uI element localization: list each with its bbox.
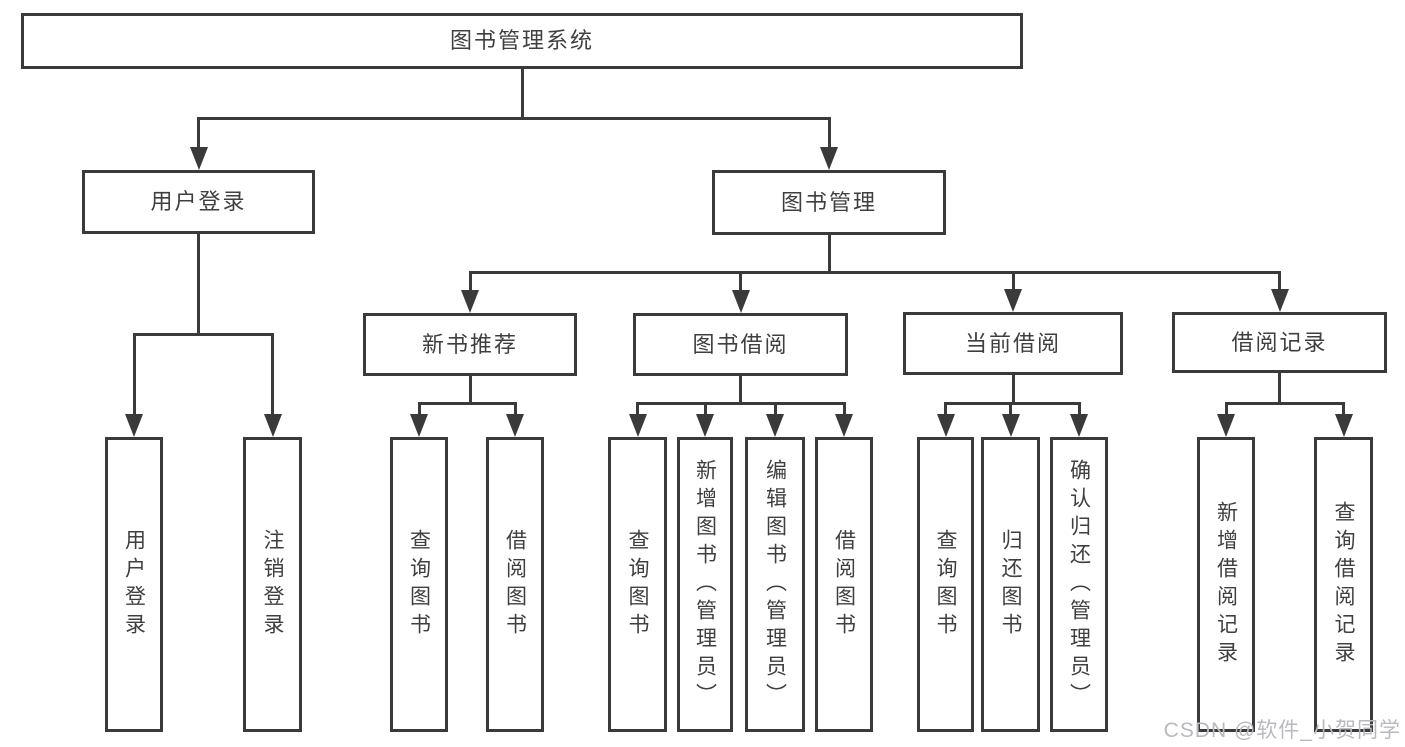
edge-shaft-leaf-query-book-2 [636, 403, 639, 421]
node-label-leaf-edit-book: 编辑图书（管理员） [763, 458, 787, 711]
node-label-leaf-borrow-book-1: 借阅图书 [503, 528, 527, 641]
node-label-new-book-rec: 新书推荐 [421, 331, 518, 357]
node-leaf-return-book: 归还图书 [981, 437, 1040, 732]
arrowhead-leaf-query-record [1334, 414, 1353, 437]
node-current-borrow: 当前借阅 [903, 312, 1123, 375]
arrowhead-book-borrow [731, 290, 750, 313]
arrowhead-leaf-query-book-1 [410, 414, 428, 437]
edge-stem-user-login [197, 234, 200, 334]
edge-stem-borrow-records [1278, 373, 1281, 403]
arrowhead-leaf-borrow-book-1 [506, 414, 524, 437]
edge-shaft-leaf-user-login [132, 334, 136, 421]
arrowhead-new-book-rec [461, 290, 479, 313]
edge-shaft-leaf-query-book-3 [944, 403, 947, 421]
node-label-leaf-borrow-book-2: 借阅图书 [832, 528, 856, 641]
edge-shaft-new-book-rec [468, 272, 472, 297]
node-label-current-borrow: 当前借阅 [964, 330, 1061, 356]
node-label-leaf-add-book: 新增图书（管理员） [693, 458, 717, 711]
node-borrow-records: 借阅记录 [1172, 312, 1387, 373]
node-label-leaf-add-record: 新增借阅记录 [1214, 500, 1238, 669]
arrowhead-leaf-add-book [696, 414, 714, 437]
edge-rail-borrow-records [1224, 401, 1345, 405]
edge-shaft-leaf-query-book-1 [417, 403, 421, 421]
arrowhead-leaf-return-book [1001, 414, 1020, 437]
node-leaf-confirm-return: 确认归还（管理员） [1050, 437, 1108, 732]
edge-shaft-leaf-confirm-return [1077, 403, 1081, 421]
edge-shaft-book-borrow [739, 272, 742, 297]
node-label-user-login: 用户登录 [150, 189, 247, 214]
edge-stem-current-borrow [1011, 375, 1015, 403]
node-leaf-borrow-book-1: 借阅图书 [486, 437, 544, 732]
edge-shaft-current-borrow [1011, 272, 1015, 296]
node-label-leaf-query-record: 查询借阅记录 [1332, 500, 1355, 669]
node-label-root: 图书管理系统 [449, 28, 594, 53]
node-label-leaf-query-book-2: 查询图书 [626, 528, 649, 641]
arrowhead-leaf-edit-book [766, 414, 784, 437]
edge-rail-user-login [132, 332, 274, 336]
node-label-book-borrow: 图书借阅 [692, 331, 789, 357]
edge-rail-book-borrow [636, 401, 846, 405]
node-leaf-add-book: 新增图书（管理员） [677, 437, 733, 732]
edge-shaft-user-login [197, 118, 200, 154]
node-label-leaf-user-login: 用户登录 [122, 528, 146, 641]
edge-shaft-leaf-edit-book [773, 403, 777, 421]
edge-rail-new-book-rec [417, 401, 517, 405]
node-leaf-add-record: 新增借阅记录 [1197, 437, 1255, 732]
edge-shaft-leaf-add-book [703, 403, 707, 421]
node-leaf-edit-book: 编辑图书（管理员） [745, 437, 805, 732]
node-user-login: 用户登录 [82, 170, 315, 234]
edge-shaft-leaf-logout [271, 334, 274, 421]
arrowhead-current-borrow [1004, 289, 1022, 312]
edge-shaft-leaf-query-record [1342, 403, 1345, 421]
node-leaf-query-book-1: 查询图书 [390, 437, 448, 732]
edge-shaft-leaf-borrow-book-2 [842, 403, 846, 421]
node-label-leaf-query-book-3: 查询图书 [934, 528, 957, 641]
arrowhead-borrow-records [1270, 289, 1289, 312]
node-leaf-query-book-3: 查询图书 [917, 437, 974, 732]
arrowhead-leaf-query-book-3 [936, 414, 955, 437]
edge-rail-current-borrow [944, 401, 1081, 405]
arrowhead-leaf-query-book-2 [628, 414, 647, 437]
node-leaf-borrow-book-2: 借阅图书 [815, 437, 873, 732]
node-label-leaf-logout: 注销登录 [261, 528, 284, 641]
arrowhead-leaf-confirm-return [1070, 414, 1088, 437]
edge-shaft-leaf-add-record [1224, 403, 1228, 421]
edge-shaft-book-mgmt [827, 118, 831, 154]
arrowhead-leaf-logout [263, 414, 282, 437]
edge-stem-root [520, 69, 524, 118]
node-leaf-query-book-2: 查询图书 [608, 437, 667, 732]
arrowhead-book-mgmt [820, 147, 838, 170]
node-label-book-mgmt: 图书管理 [780, 189, 877, 215]
edge-stem-new-book-rec [468, 376, 472, 403]
node-leaf-logout: 注销登录 [243, 437, 302, 732]
node-leaf-query-record: 查询借阅记录 [1314, 437, 1373, 732]
arrowhead-leaf-add-record [1217, 414, 1235, 437]
node-book-mgmt: 图书管理 [712, 170, 946, 235]
node-label-leaf-return-book: 归还图书 [999, 528, 1022, 641]
edge-shaft-borrow-records [1278, 272, 1281, 296]
node-root: 图书管理系统 [21, 13, 1023, 69]
csdn-watermark: CSDN @软件_小贺同学 [1163, 719, 1401, 742]
node-label-leaf-confirm-return: 确认归还（管理员） [1067, 458, 1091, 711]
edge-shaft-leaf-borrow-book-1 [513, 403, 517, 421]
node-leaf-user-login: 用户登录 [105, 437, 163, 732]
node-new-book-rec: 新书推荐 [363, 313, 577, 376]
arrowhead-leaf-borrow-book-2 [835, 414, 853, 437]
node-label-borrow-records: 借阅记录 [1231, 329, 1328, 355]
node-book-borrow: 图书借阅 [633, 313, 848, 376]
edge-rail-root [197, 116, 831, 120]
edge-stem-book-borrow [739, 376, 742, 403]
edge-shaft-leaf-return-book [1009, 403, 1012, 421]
node-label-leaf-query-book-1: 查询图书 [407, 528, 431, 641]
edge-stem-book-mgmt [827, 235, 831, 272]
edge-rail-book-mgmt [468, 270, 1281, 274]
arrowhead-user-login [189, 147, 208, 170]
arrowhead-leaf-user-login [125, 414, 143, 437]
